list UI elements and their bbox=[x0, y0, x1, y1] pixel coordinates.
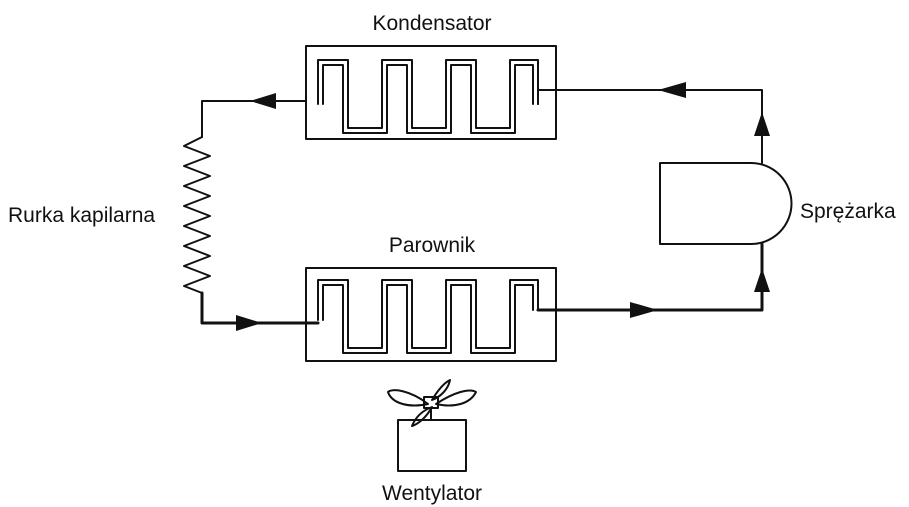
arrow-left-condenser-outlet bbox=[250, 93, 276, 109]
evaporator-coil bbox=[317, 279, 539, 349]
condenser-coil bbox=[317, 59, 539, 129]
fan-label: Wentylator bbox=[382, 482, 482, 505]
fan bbox=[387, 379, 477, 472]
pipe-evaporator-to-compressor bbox=[536, 242, 764, 312]
fan-blade-top bbox=[431, 379, 451, 401]
condenser-box bbox=[305, 45, 557, 140]
capillary-tube-label: Rurka kapilarna bbox=[8, 204, 155, 227]
arrow-right-evaporator-inlet bbox=[236, 315, 262, 331]
compressor bbox=[659, 162, 793, 245]
pipe-capillary-to-evaporator bbox=[200, 291, 320, 325]
evaporator-label: Parownik bbox=[389, 234, 476, 257]
condenser-coil-inner bbox=[322, 64, 534, 134]
evaporator bbox=[305, 267, 557, 362]
compressor-label: Sprężarka bbox=[800, 200, 896, 223]
fan-blade-left bbox=[387, 389, 429, 407]
evaporator-coil-inner bbox=[322, 284, 534, 354]
pipe-compressor-to-condenser bbox=[537, 89, 763, 164]
arrow-up-compressor-suction bbox=[754, 268, 770, 292]
fan-blade-right bbox=[435, 389, 477, 407]
fan-motor bbox=[397, 419, 467, 472]
fan-blade-bottom bbox=[411, 406, 433, 427]
evaporator-box bbox=[305, 267, 557, 362]
arrow-left-compressor-discharge bbox=[658, 82, 686, 98]
condenser bbox=[305, 45, 557, 140]
capillary-tube-zigzag bbox=[183, 136, 211, 294]
pipe-condenser-to-capillary bbox=[201, 100, 307, 138]
arrow-right-evaporator-outlet bbox=[630, 302, 658, 318]
condenser-label: Kondensator bbox=[372, 12, 491, 35]
arrow-up-compressor-discharge bbox=[754, 112, 770, 136]
